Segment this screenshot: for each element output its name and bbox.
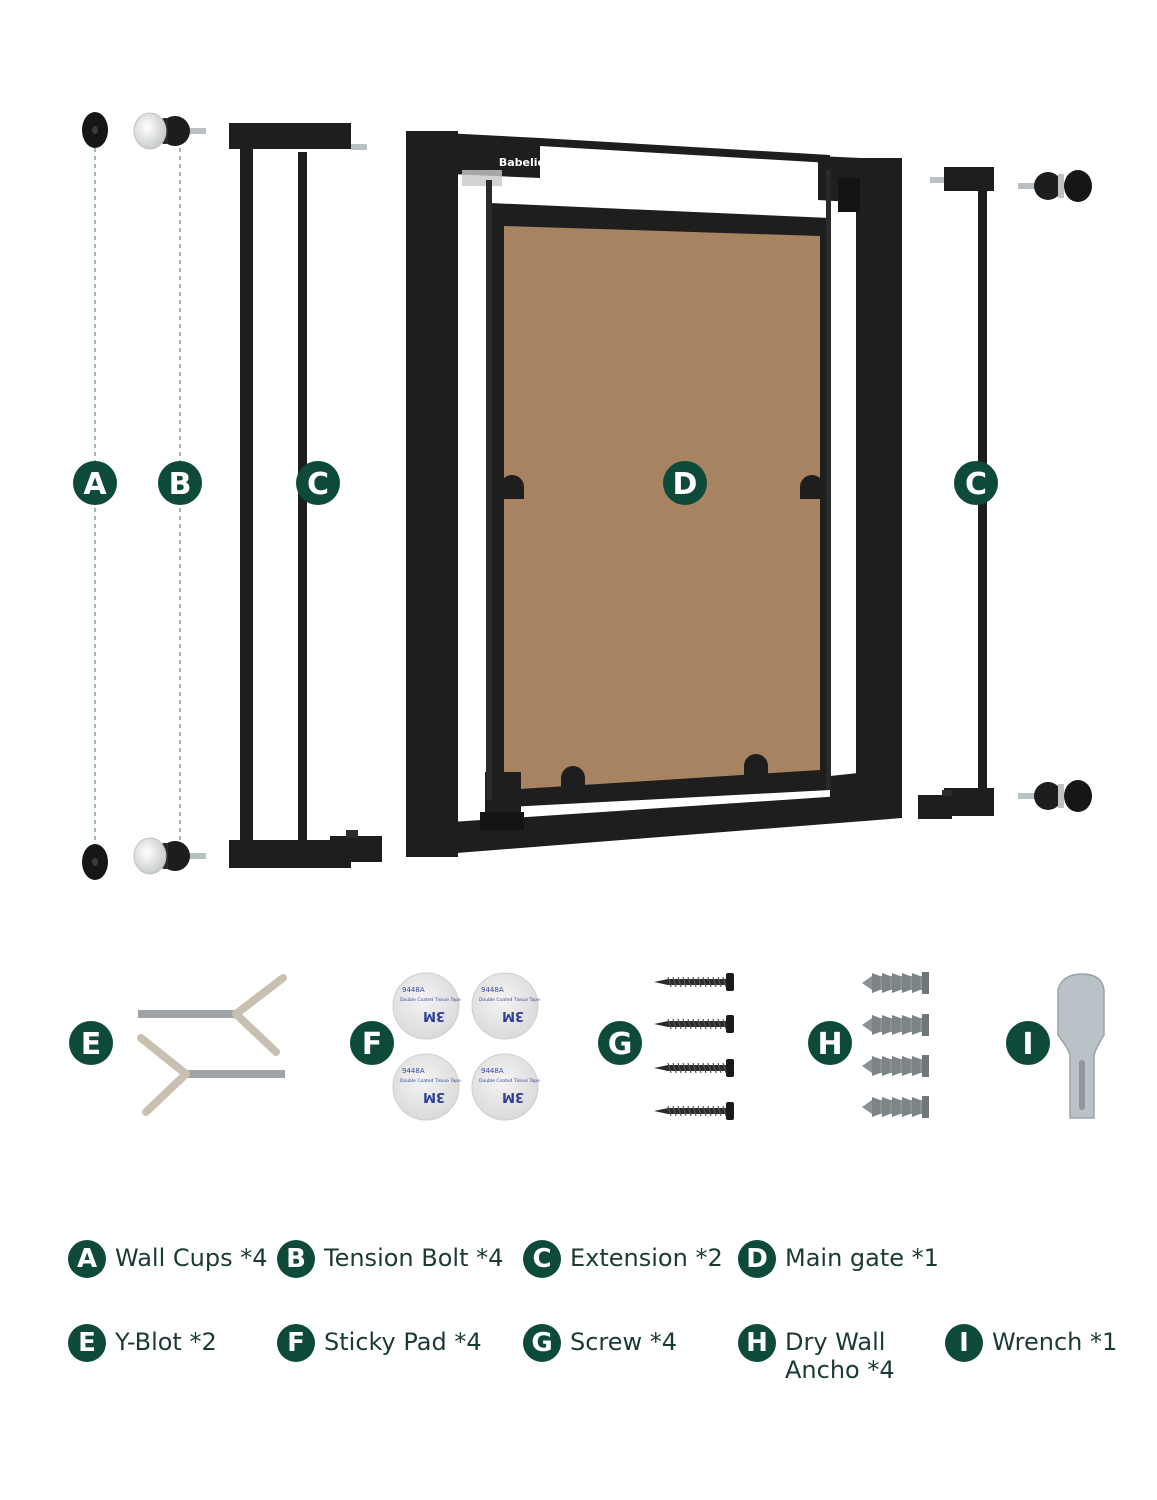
- legend-badge: E: [68, 1324, 106, 1362]
- legend-item-e: E Y-Blot *2: [68, 1324, 217, 1362]
- callout-main-gate: D: [663, 461, 707, 505]
- legend-label: Wrench *1: [992, 1328, 1118, 1356]
- svg-text:9448A: 9448A: [402, 1067, 425, 1075]
- legend-badge: F: [277, 1324, 315, 1362]
- callout-extension-left: C: [296, 461, 340, 505]
- svg-text:B: B: [169, 467, 192, 502]
- callout-y-bolt: E: [69, 1021, 113, 1065]
- y-bolt-part: [137, 974, 287, 1116]
- dry-wall-anchor: [862, 1014, 929, 1036]
- legend-badge: D: [738, 1240, 776, 1278]
- legend-label: Dry Wall Ancho *4: [785, 1328, 895, 1384]
- callout-wrench: I: [1006, 1021, 1050, 1065]
- legend-item-a: A Wall Cups *4: [68, 1240, 267, 1278]
- screw: [654, 973, 734, 991]
- callout-sticky-pad: F: [350, 1021, 394, 1065]
- dry-wall-anchor: [862, 972, 929, 994]
- sticky-pad: 9448A Double Coated Tissue Tape 3M: [392, 972, 461, 1040]
- legend-label: Sticky Pad *4: [324, 1328, 482, 1356]
- legend-label: Wall Cups *4: [115, 1244, 268, 1272]
- legend-label: Main gate *1: [785, 1244, 939, 1272]
- svg-text:C: C: [965, 467, 987, 502]
- legend-badge: G: [523, 1324, 561, 1362]
- callout-badges: A B C D C E F G H I: [69, 461, 1050, 1065]
- tension-bolt-top: [133, 112, 206, 150]
- legend-label: Y-Blot *2: [115, 1328, 217, 1356]
- dry-wall-anchor-part: [862, 972, 929, 1118]
- wrench-part: [1057, 973, 1105, 1119]
- screw: [654, 1015, 734, 1033]
- legend-badge: H: [738, 1324, 776, 1362]
- svg-text:Double Coated Tissue Tape: Double Coated Tissue Tape: [479, 997, 540, 1003]
- callout-tension-bolt: B: [158, 461, 202, 505]
- legend-item-b: B Tension Bolt *4: [277, 1240, 503, 1278]
- sticky-pad: 9448A Double Coated Tissue Tape 3M: [471, 972, 540, 1040]
- callout-wall-cups: A: [73, 461, 117, 505]
- legend-item-f: F Sticky Pad *4: [277, 1324, 482, 1362]
- screw: [654, 1102, 734, 1120]
- svg-text:H: H: [817, 1027, 842, 1062]
- svg-text:G: G: [608, 1027, 633, 1062]
- screw: [654, 1059, 734, 1077]
- svg-text:Double Coated Tissue Tape: Double Coated Tissue Tape: [400, 1078, 461, 1084]
- callout-extension-right: C: [954, 461, 998, 505]
- tension-bolt-part: [133, 112, 206, 875]
- legend-label: Extension *2: [570, 1244, 723, 1272]
- legend-item-d: D Main gate *1: [738, 1240, 939, 1278]
- legend-item-i: I Wrench *1: [945, 1324, 1117, 1362]
- wall-cups-part: [82, 112, 108, 880]
- sticky-pad: 9448A Double Coated Tissue Tape 3M: [392, 1053, 461, 1121]
- sticky-pad-part: 9448A Double Coated Tissue Tape 3M 9448A Dou…: [392, 972, 540, 1121]
- main-gate-part: Babelio: [406, 131, 902, 857]
- svg-text:9448A: 9448A: [481, 1067, 504, 1075]
- brand-logo: Babelio: [499, 156, 546, 169]
- svg-text:F: F: [362, 1027, 383, 1062]
- legend-item-c: C Extension *2: [523, 1240, 723, 1278]
- callout-dry-wall-anchor: H: [808, 1021, 852, 1065]
- legend-badge: A: [68, 1240, 106, 1278]
- legend-badge: B: [277, 1240, 315, 1278]
- legend-item-g: G Screw *4: [523, 1324, 677, 1362]
- svg-text:3M: 3M: [423, 1008, 445, 1023]
- svg-text:9448A: 9448A: [481, 986, 504, 994]
- sticky-pad: 9448A Double Coated Tissue Tape 3M: [471, 1053, 540, 1121]
- svg-text:3M: 3M: [423, 1089, 445, 1104]
- svg-text:3M: 3M: [502, 1089, 524, 1104]
- legend-label: Screw *4: [570, 1328, 678, 1356]
- svg-text:E: E: [81, 1027, 102, 1062]
- svg-text:Double Coated Tissue Tape: Double Coated Tissue Tape: [479, 1078, 540, 1084]
- tension-bolt-bottom: [133, 837, 206, 875]
- callout-screw: G: [598, 1021, 642, 1065]
- svg-text:Double Coated Tissue Tape: Double Coated Tissue Tape: [400, 997, 461, 1003]
- svg-text:I: I: [1022, 1027, 1033, 1062]
- svg-text:D: D: [673, 467, 698, 502]
- legend-badge: C: [523, 1240, 561, 1278]
- tension-bolt-right: [1018, 170, 1092, 812]
- legend-label: Tension Bolt *4: [324, 1244, 504, 1272]
- svg-text:A: A: [83, 467, 107, 502]
- legend-badge: I: [945, 1324, 983, 1362]
- svg-text:3M: 3M: [502, 1008, 524, 1023]
- screw-part: [654, 973, 734, 1120]
- dry-wall-anchor: [862, 1096, 929, 1118]
- dry-wall-anchor: [862, 1055, 929, 1077]
- svg-text:9448A: 9448A: [402, 986, 425, 994]
- svg-text:C: C: [307, 467, 329, 502]
